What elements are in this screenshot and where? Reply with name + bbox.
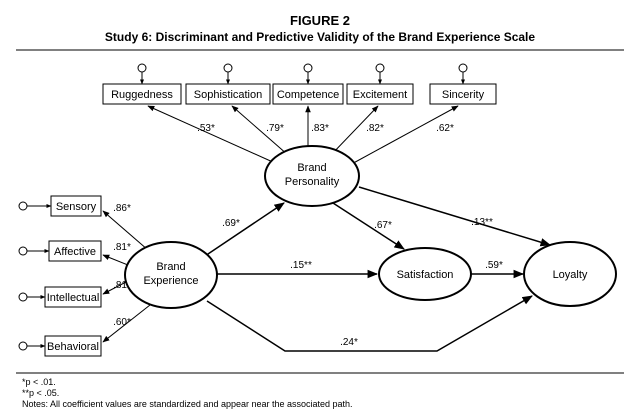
loading-arrow-sensory	[102, 210, 149, 251]
brand-personality-label-1: Brand	[297, 162, 326, 174]
note-p01: *p < .01.	[22, 377, 56, 387]
loading-competence: .83*	[311, 123, 329, 134]
loading-affective: .81*	[113, 242, 131, 253]
indicator-affective-label: Affective	[54, 246, 96, 258]
brand-experience-label-1: Brand	[156, 261, 185, 273]
path-personality-loyalty	[358, 186, 552, 247]
indicator-excitement-label: Excitement	[353, 89, 407, 101]
indicator-sensory-label: Sensory	[56, 201, 97, 213]
construct-satisfaction: Satisfaction	[378, 247, 472, 301]
brand-personality-label-2: Personality	[285, 176, 340, 188]
loading-arrow-sophistication	[231, 105, 289, 156]
path-satisfaction-loyalty-coef: .59*	[485, 260, 503, 271]
figure-label: FIGURE 2	[290, 13, 350, 28]
indicator-competence: Competence	[272, 63, 344, 105]
loading-ruggedness: .53*	[197, 123, 215, 134]
indicator-competence-label: Competence	[277, 89, 339, 101]
path-experience-loyalty-coef: .24*	[340, 337, 358, 348]
path-experience-personality	[204, 202, 285, 257]
loading-intellectual: .81*	[113, 280, 131, 291]
loading-behavioral: .60*	[113, 317, 131, 328]
path-experience-loyalty	[206, 295, 533, 352]
indicator-sensory: Sensory	[18, 195, 102, 217]
indicator-intellectual: Intellectual	[18, 286, 102, 308]
path-personality-satisfaction-coef: .67*	[374, 220, 392, 231]
indicator-sophistication-label: Sophistication	[194, 89, 263, 101]
indicator-sincerity-label: Sincerity	[442, 89, 485, 101]
construct-loyalty: Loyalty	[523, 241, 617, 307]
loading-arrow-affective	[102, 254, 129, 266]
loyalty-label: Loyalty	[553, 269, 588, 281]
note-standardized: Notes: All coefficient values are standa…	[22, 399, 353, 409]
loading-sophistication: .79*	[266, 123, 284, 134]
indicator-sophistication: Sophistication	[185, 63, 271, 105]
brand-experience-label-2: Experience	[143, 275, 198, 287]
indicator-affective: Affective	[18, 240, 102, 262]
figure-title: Study 6: Discriminant and Predictive Val…	[105, 30, 535, 44]
loading-arrow-ruggedness	[147, 105, 276, 164]
path-experience-personality-coef: .69*	[222, 218, 240, 229]
loading-excitement: .82*	[366, 123, 384, 134]
construct-brand-personality: Brand Personality	[264, 145, 360, 207]
path-personality-satisfaction	[332, 202, 405, 250]
loading-arrow-excitement	[329, 105, 379, 157]
indicator-behavioral: Behavioral	[18, 335, 102, 357]
loading-arrow-behavioral	[102, 304, 151, 343]
loading-sincerity: .62*	[436, 123, 454, 134]
loading-arrow-intellectual	[102, 281, 127, 295]
indicator-ruggedness-label: Ruggedness	[111, 89, 173, 101]
note-p05: **p < .05.	[22, 388, 59, 398]
indicator-intellectual-label: Intellectual	[47, 292, 100, 304]
loading-sensory: .86*	[113, 203, 131, 214]
indicator-excitement: Excitement	[346, 63, 414, 105]
construct-brand-experience: Brand Experience	[124, 241, 218, 309]
path-experience-satisfaction-coef: .15**	[290, 260, 312, 271]
loading-arrow-sincerity	[347, 105, 459, 167]
indicator-behavioral-label: Behavioral	[47, 341, 99, 353]
indicator-sincerity: Sincerity	[429, 63, 497, 105]
indicator-ruggedness: Ruggedness	[102, 63, 182, 105]
satisfaction-label: Satisfaction	[397, 269, 454, 281]
path-personality-loyalty-coef: .13**	[471, 217, 493, 228]
